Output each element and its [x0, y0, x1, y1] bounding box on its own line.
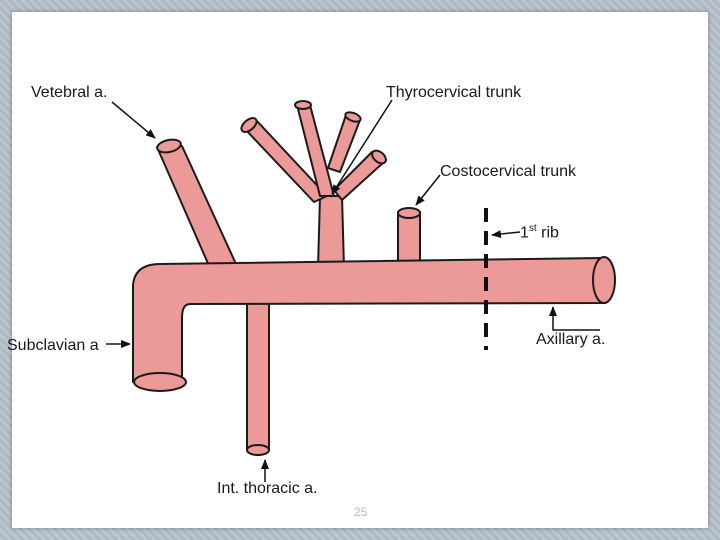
thyrocervical-label: Thyrocervical trunk [386, 84, 522, 101]
artery-vessels [132, 100, 616, 456]
costocervical-trunk [397, 211, 421, 267]
vertebral-artery-opening [156, 138, 182, 154]
thyrocervical-branch-right-upper-opening [344, 111, 362, 123]
rib-prefix: 1 [520, 224, 529, 242]
costocervical-label: Costocervical trunk [440, 163, 577, 180]
rib-arrow [491, 230, 521, 239]
rib-suffix: rib [536, 224, 559, 242]
first-rib-label: 1st rib [520, 223, 559, 242]
thyrocervical-branch-middle-opening [294, 100, 312, 110]
thyrocervical-branch-right-upper [327, 114, 361, 173]
internal-thoracic-artery-opening [246, 444, 270, 456]
page-number: 25 [354, 505, 368, 519]
axillary-artery-opening [592, 256, 616, 304]
subclavian-label: Subclavian a [7, 337, 99, 354]
label-arrows [106, 99, 600, 482]
axillary-arrow [549, 306, 600, 331]
rib-superscript: st [528, 223, 537, 234]
vertebral-arrow [111, 101, 156, 139]
thyrocervical-trunk [317, 195, 345, 269]
thyrocervical-branch-left-opening [240, 117, 258, 133]
subclavian-artery-opening [133, 372, 187, 392]
int-thoracic-label: Int. thoracic a. [217, 480, 318, 497]
thyrocervical-branch-right-lower-opening [371, 149, 387, 165]
costocervical-trunk-opening [397, 207, 421, 219]
vertebral-artery [156, 145, 237, 269]
axillary-label: Axillary a. [536, 331, 606, 348]
subclavian-axillary-trunk [132, 257, 605, 383]
costocervical-arrow [415, 174, 441, 206]
thyrocervical-arrow [331, 99, 393, 195]
internal-thoracic-artery [246, 299, 270, 451]
vertebral-label: Vetebral a. [31, 84, 108, 101]
